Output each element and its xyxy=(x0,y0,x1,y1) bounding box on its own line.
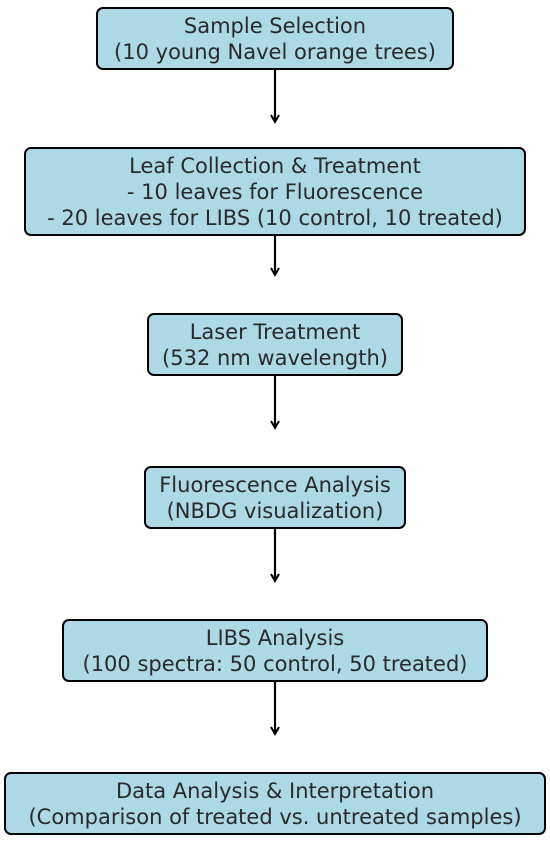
step-fluorescence-analysis: Fluorescence Analysis (NBDG visualizatio… xyxy=(144,466,406,529)
step-title: LIBS Analysis xyxy=(205,625,345,650)
step-sample-selection: Sample Selection (10 young Navel orange … xyxy=(96,7,454,70)
step-title: Sample Selection xyxy=(183,13,367,38)
step-leaf-collection: Leaf Collection & Treatment - 10 leaves … xyxy=(24,147,526,236)
step-detail: (NBDG visualization) xyxy=(166,498,384,523)
step-title: Fluorescence Analysis xyxy=(159,472,391,497)
step-title: Leaf Collection & Treatment xyxy=(129,153,421,178)
step-detail: (Comparison of treated vs. untreated sam… xyxy=(28,804,522,829)
step-title: Data Analysis & Interpretation xyxy=(115,778,435,803)
step-detail: (532 nm wavelength) xyxy=(162,345,388,370)
step-detail: (10 young Navel orange trees) xyxy=(114,39,436,64)
step-libs-analysis: LIBS Analysis (100 spectra: 50 control, … xyxy=(62,619,488,682)
step-detail: - 10 leaves for Fluorescence xyxy=(126,179,424,204)
step-data-analysis: Data Analysis & Interpretation (Comparis… xyxy=(4,772,546,835)
step-detail: - 20 leaves for LIBS (10 control, 10 tre… xyxy=(47,205,503,230)
step-detail: (100 spectra: 50 control, 50 treated) xyxy=(82,651,468,676)
step-title: Laser Treatment xyxy=(189,319,361,344)
step-laser-treatment: Laser Treatment (532 nm wavelength) xyxy=(147,313,403,376)
